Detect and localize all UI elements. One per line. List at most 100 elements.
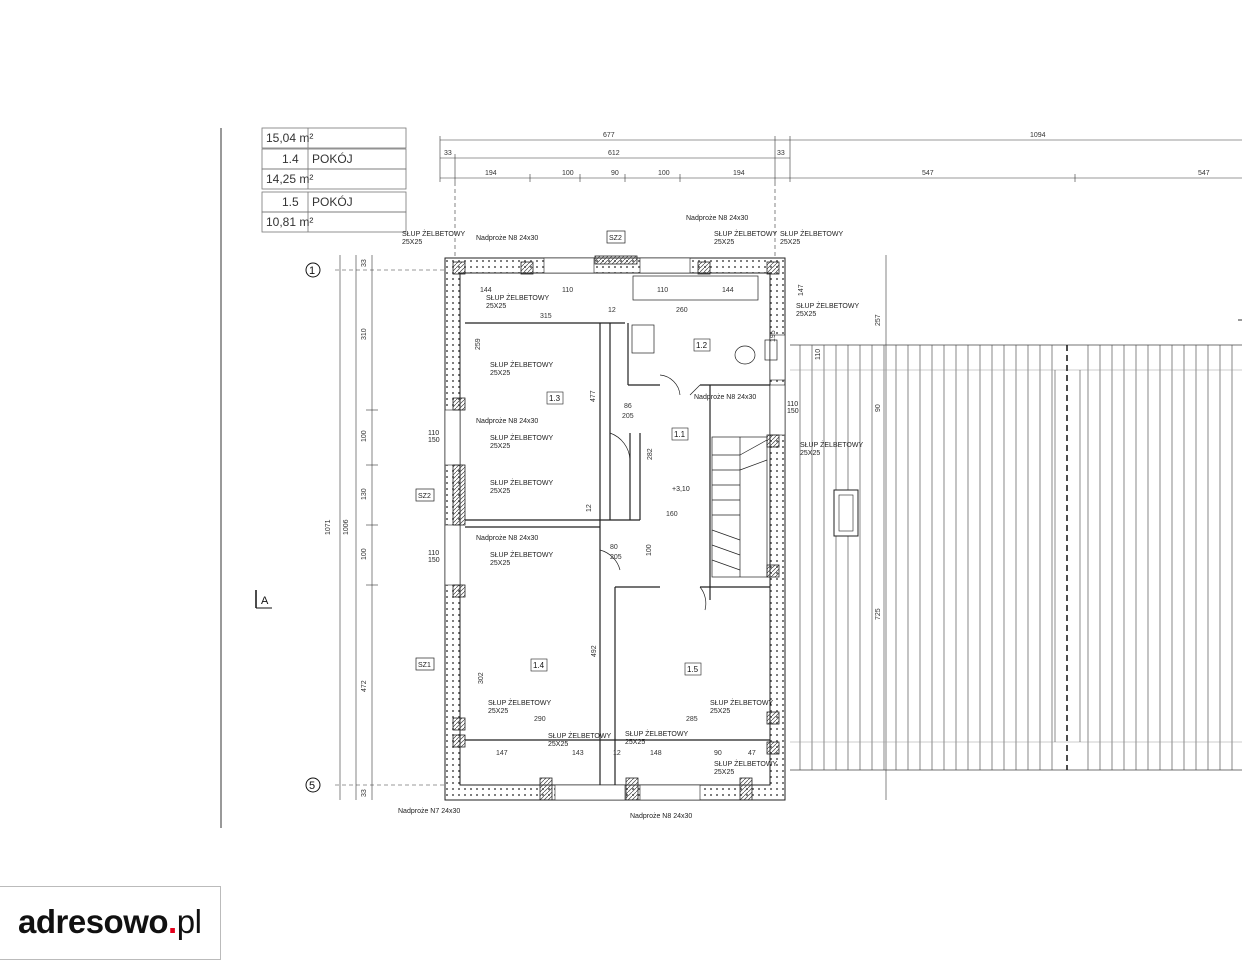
dim-top-100-a: 100	[562, 170, 574, 177]
idim-110-b: 110	[657, 287, 668, 294]
lintel-tag-2: Nadproże N8 24x30	[686, 215, 748, 222]
window-w-3: 110	[787, 401, 798, 408]
dim-top-194-b: 194	[733, 170, 745, 177]
idim-148: 148	[650, 750, 662, 757]
staircase	[711, 436, 768, 578]
window-h-1: 150	[428, 437, 440, 444]
dim-left-100-b: 100	[361, 548, 368, 560]
column-size-15: 25X25	[714, 769, 734, 776]
table-area-1-5: 10,81 m²	[266, 215, 313, 229]
column-tag-2: SŁUP ŻELBETOWY	[714, 229, 777, 238]
idim-12-c: 12	[613, 750, 621, 757]
column-tag-15: SŁUP ŻELBETOWY	[714, 759, 777, 768]
idim-302: 302	[478, 672, 485, 684]
dim-left-472: 472	[361, 680, 368, 692]
logo-main: adresowo	[18, 903, 169, 940]
column-size-11: 25X25	[488, 708, 508, 715]
column-tag-8: SŁUP ŻELBETOWY	[800, 440, 863, 449]
dim-left-310: 310	[361, 328, 368, 340]
interior-walls	[465, 322, 770, 785]
top-dimensions	[439, 136, 1242, 260]
table-area-1: 15,04 m²	[266, 131, 313, 145]
interior-dimensions: 144 110 110 144 315 12 260 259 477 86 20…	[475, 284, 882, 757]
idim-144-b: 144	[722, 287, 734, 294]
idim-492: 492	[591, 645, 598, 657]
doors	[599, 374, 707, 611]
column-tag-12: SŁUP ŻELBETOWY	[710, 698, 773, 707]
lintel-tag-1: Nadproże N8 24x30	[476, 235, 538, 242]
table-area-1-4: 14,25 m²	[266, 172, 313, 186]
idim-147: 147	[496, 750, 508, 757]
column-size-3: 25X25	[780, 239, 800, 246]
column-tag-6: SŁUP ŻELBETOWY	[490, 360, 553, 369]
idim-86: 86	[624, 403, 632, 410]
column-tag-14: SŁUP ŻELBETOWY	[625, 729, 688, 738]
dim-top-612: 612	[608, 150, 620, 157]
window-w-1: 110	[428, 430, 439, 437]
column-tag-9: SŁUP ŻELBETOWY	[490, 478, 553, 487]
sz2-tag-left: SZ2	[418, 493, 431, 500]
idim-259: 259	[475, 338, 482, 350]
idim-160: 160	[666, 511, 678, 518]
dim-left-33-bottom: 33	[361, 789, 368, 797]
axis-1-label: 1	[309, 265, 315, 277]
dim-left-1006: 1006	[343, 519, 350, 535]
column-tag-7: SŁUP ŻELBETOWY	[490, 433, 553, 442]
idim-315: 315	[540, 313, 552, 320]
room-label-1-1: 1.1	[674, 430, 686, 439]
column-size-9: 25X25	[490, 488, 510, 495]
room-label-1-4: 1.4	[533, 661, 545, 670]
idim-144-a: 144	[480, 287, 492, 294]
column-tag-11: SŁUP ŻELBETOWY	[488, 698, 551, 707]
openings	[444, 257, 786, 801]
column-tag-5: SŁUP ŻELBETOWY	[796, 301, 859, 310]
column-size-2: 25X25	[714, 239, 734, 246]
lintel-tag-4: Nadproże N8 24x30	[476, 418, 538, 425]
column-tag-10: SŁUP ŻELBETOWY	[490, 550, 553, 559]
table-room-number-1-5: 1.5	[282, 195, 299, 209]
idim-100: 100	[646, 544, 653, 556]
idim-110-a: 110	[562, 287, 573, 294]
dim-top-194-a: 194	[485, 170, 497, 177]
room-labels: 1.3 1.2 1.1 1.4 1.5	[530, 338, 711, 676]
sz1-tag: SZ1	[418, 662, 431, 669]
dim-top-547-b: 547	[1198, 170, 1210, 177]
idim-260: 260	[676, 307, 688, 314]
column-size-10: 25X25	[490, 560, 510, 567]
window-h-3: 150	[787, 408, 799, 415]
dim-left-100-a: 100	[361, 430, 368, 442]
bathroom-fixtures	[631, 275, 778, 365]
room-label-1-3: 1.3	[549, 394, 561, 403]
column-size-4: 25X25	[486, 303, 506, 310]
table-room-name-1-4: POKÓJ	[312, 151, 353, 166]
column-size-7: 25X25	[490, 443, 510, 450]
window-w-2: 110	[428, 550, 439, 557]
column-tag-3: SŁUP ŻELBETOWY	[780, 229, 843, 238]
left-dimensions	[335, 255, 450, 800]
table-room-name-1-5: POKÓJ	[312, 194, 353, 209]
idim-90-side: 90	[875, 404, 882, 412]
section-a-label: A	[261, 595, 269, 607]
idim-477: 477	[590, 390, 597, 402]
idim-110-side: 110	[815, 349, 822, 360]
lintel-tag-6: Nadproże N8 24x30	[630, 813, 692, 820]
idim-90: 90	[714, 750, 722, 757]
dim-top-33-right: 33	[777, 150, 785, 157]
logo-box: adresowo.pl	[0, 886, 221, 960]
logo-tld: pl	[176, 903, 202, 940]
dim-left-130: 130	[361, 488, 368, 500]
level-mark: +3,10	[672, 486, 690, 493]
window-h-2: 150	[428, 557, 440, 564]
room-area-table: 15,04 m² 1.4 POKÓJ 14,25 m² 1.5 POKÓJ 10…	[261, 127, 407, 233]
idim-205-b: 205	[610, 554, 622, 561]
lintel-tag-3: Nadproże N8 24x30	[694, 394, 756, 401]
idim-205-a: 205	[622, 413, 634, 420]
adresowo-logo[interactable]: adresowo.pl	[18, 903, 202, 941]
idim-12-b: 12	[586, 504, 593, 512]
annotations: Nadproże N8 24x30 Nadproże N8 24x30 Nadp…	[398, 215, 863, 820]
axis-marker-5: 5	[305, 777, 321, 793]
dim-top-90: 90	[611, 170, 619, 177]
column-tag-4: SŁUP ŻELBETOWY	[486, 293, 549, 302]
idim-12-a: 12	[608, 307, 616, 314]
